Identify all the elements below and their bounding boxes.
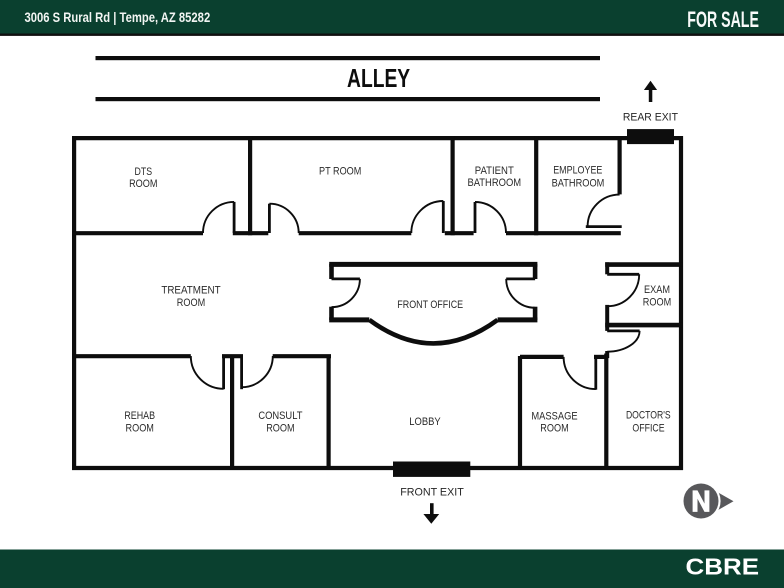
svg-text:CBRE: CBRE (686, 553, 760, 579)
svg-text:PATIENT: PATIENT (475, 165, 514, 177)
svg-text:LOBBY: LOBBY (409, 416, 440, 428)
svg-text:FRONT OFFICE: FRONT OFFICE (397, 299, 463, 311)
svg-text:TREATMENT: TREATMENT (161, 284, 221, 296)
svg-text:OFFICE: OFFICE (632, 422, 664, 434)
svg-text:EMPLOYEE: EMPLOYEE (553, 165, 602, 177)
svg-text:FOR SALE: FOR SALE (687, 7, 759, 32)
svg-text:FRONT EXIT: FRONT EXIT (400, 487, 464, 499)
svg-text:BATHROOM: BATHROOM (552, 178, 605, 190)
svg-text:ALLEY: ALLEY (347, 65, 410, 93)
svg-text:REHAB: REHAB (124, 410, 155, 422)
svg-text:ROOM: ROOM (177, 297, 205, 309)
svg-text:3006 S Rural Rd | Tempe, AZ 85: 3006 S Rural Rd | Tempe, AZ 85282 (25, 9, 211, 25)
svg-text:MASSAGE: MASSAGE (531, 411, 577, 423)
svg-text:ROOM: ROOM (129, 178, 157, 190)
svg-text:ROOM: ROOM (643, 297, 671, 309)
svg-text:EXAM: EXAM (644, 284, 670, 296)
svg-text:ROOM: ROOM (126, 423, 154, 435)
svg-text:REAR EXIT: REAR EXIT (623, 111, 678, 123)
svg-text:BATHROOM: BATHROOM (467, 177, 521, 189)
svg-text:DTS: DTS (135, 166, 153, 178)
svg-text:ROOM: ROOM (266, 423, 294, 435)
svg-text:PT ROOM: PT ROOM (319, 166, 361, 178)
svg-text:ROOM: ROOM (540, 423, 568, 435)
svg-text:DOCTOR'S: DOCTOR'S (626, 410, 671, 422)
svg-text:CONSULT: CONSULT (258, 410, 302, 422)
